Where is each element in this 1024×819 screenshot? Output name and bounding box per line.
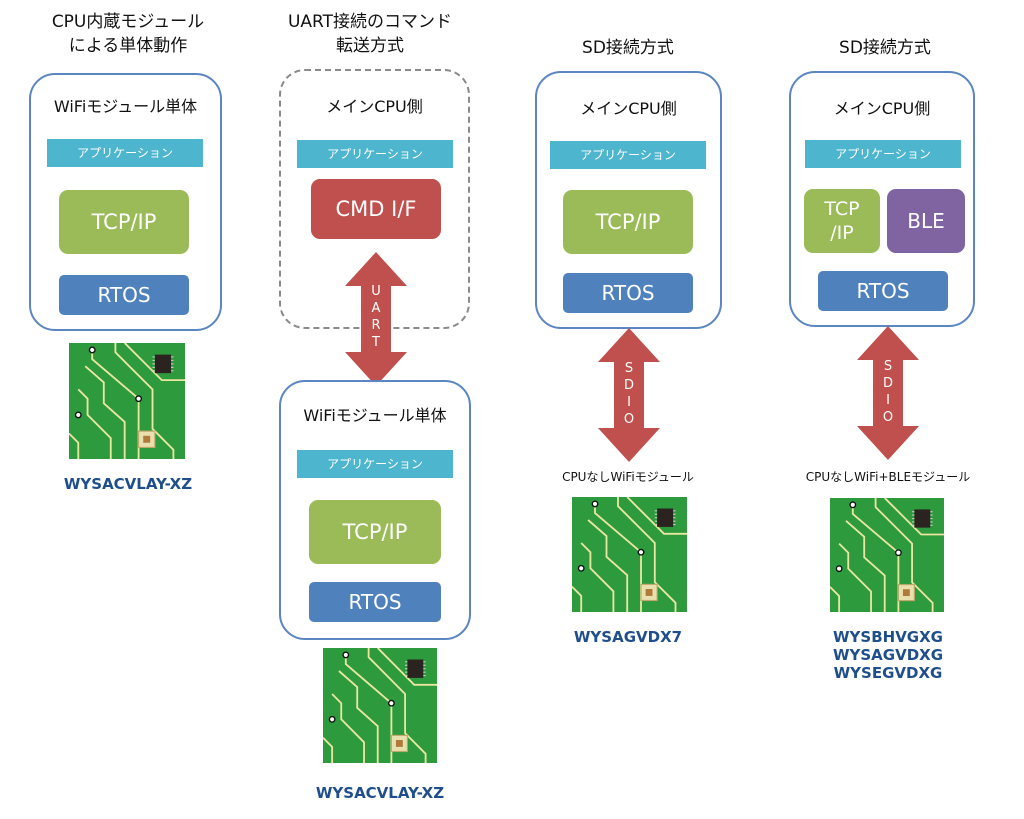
ble-stack: BLE <box>887 189 965 253</box>
title-line: SD接続方式 <box>582 38 674 58</box>
title-line: UART接続のコマンド <box>287 12 453 32</box>
host-cpu-frame: メインCPU側 アプリケーション TCP/IP RTOS <box>535 71 722 329</box>
command-interface: CMD I/F <box>311 179 441 239</box>
part-number-list: WYSACVLAY-XZ <box>28 475 228 493</box>
application-layer: アプリケーション <box>805 140 961 168</box>
title-line: による単体動作 <box>68 36 188 56</box>
title-line: SD接続方式 <box>839 38 931 58</box>
arrow-letter: O <box>623 412 635 427</box>
part-number: WYSAGVDX7 <box>573 628 683 646</box>
application-layer: アプリケーション <box>297 140 453 168</box>
pcb-module-icon <box>69 343 185 459</box>
part-number: WYSACVLAY-XZ <box>63 475 193 493</box>
arrow-letter: T <box>372 335 380 350</box>
rtos-layer: RTOS <box>818 271 948 311</box>
column-title: UART接続のコマンド 転送方式 <box>270 10 470 58</box>
application-layer: アプリケーション <box>550 141 706 169</box>
column-title: CPU内蔵モジュール による単体動作 <box>28 10 228 58</box>
rtos-layer: RTOS <box>309 582 441 622</box>
part-number: WYSACVLAY-XZ <box>315 784 445 802</box>
double-arrow-icon <box>598 328 660 462</box>
part-number: WYSBHVGXG <box>833 628 943 646</box>
arrow-letter: R <box>371 318 381 333</box>
rtos-layer: RTOS <box>59 275 189 315</box>
pcb-module-icon <box>830 498 944 612</box>
arrow-letter: I <box>627 395 631 410</box>
host-cpu-frame: メインCPU側 アプリケーション TCP /IP BLE RTOS <box>789 71 975 327</box>
module-frame: WiFiモジュール単体 アプリケーション TCP/IP RTOS <box>29 73 222 331</box>
double-arrow-icon <box>345 252 407 386</box>
part-number-list: WYSAGVDX7 <box>528 628 728 646</box>
arrow-letter: A <box>371 301 381 316</box>
module-frame: WiFiモジュール単体 アプリケーション TCP/IP RTOS <box>279 380 471 640</box>
title-line: 転送方式 <box>336 36 404 56</box>
arrow-letter: D <box>623 378 634 393</box>
part-number: WYSAGVDXG <box>832 646 944 664</box>
column-title: SD接続方式 <box>785 36 985 60</box>
arrow-letter: U <box>371 284 381 299</box>
column-title: SD接続方式 <box>528 36 728 60</box>
tcpip-stack: TCP /IP <box>804 189 880 253</box>
arrow-letter: S <box>883 359 893 374</box>
frame-title: メインCPU側 <box>326 97 423 116</box>
tcp-label-line: TCP <box>824 198 860 220</box>
tcp-label-line: /IP <box>830 222 854 244</box>
arrow-letter: S <box>624 361 634 376</box>
arrow-letter: O <box>882 410 894 425</box>
rtos-layer: RTOS <box>563 273 693 313</box>
double-arrow-icon <box>857 326 919 460</box>
pcb-module-icon <box>572 497 687 612</box>
part-number-list: WYSACVLAY-XZ <box>280 784 480 802</box>
pcb-module-icon <box>323 648 437 763</box>
module-label: CPUなしWiFiモジュール <box>562 470 694 484</box>
part-number: WYSEGVDXG <box>833 664 943 682</box>
application-layer: アプリケーション <box>47 139 203 167</box>
arrow-letter: I <box>886 393 890 408</box>
host-cpu-frame: メインCPU側 アプリケーション CMD I/F <box>279 69 470 329</box>
frame-title: メインCPU側 <box>580 99 677 118</box>
tcpip-stack: TCP/IP <box>563 190 693 254</box>
arrow-label: U A R T <box>366 283 386 351</box>
frame-title: メインCPU側 <box>833 99 931 118</box>
arrow-letter: D <box>882 376 893 391</box>
module-label: CPUなしWiFi+BLEモジュール <box>805 470 971 484</box>
frame-title: WiFiモジュール単体 <box>303 406 447 425</box>
frame-title: WiFiモジュール単体 <box>53 97 198 116</box>
application-layer: アプリケーション <box>297 450 453 478</box>
tcpip-stack: TCP/IP <box>309 500 441 564</box>
arrow-label: S D I O <box>878 358 898 426</box>
title-line: CPU内蔵モジュール <box>51 12 205 32</box>
tcpip-stack: TCP/IP <box>59 190 189 254</box>
arrow-label: S D I O <box>619 360 639 428</box>
part-number-list: WYSBHVGXG WYSAGVDXG WYSEGVDXG <box>788 628 988 682</box>
